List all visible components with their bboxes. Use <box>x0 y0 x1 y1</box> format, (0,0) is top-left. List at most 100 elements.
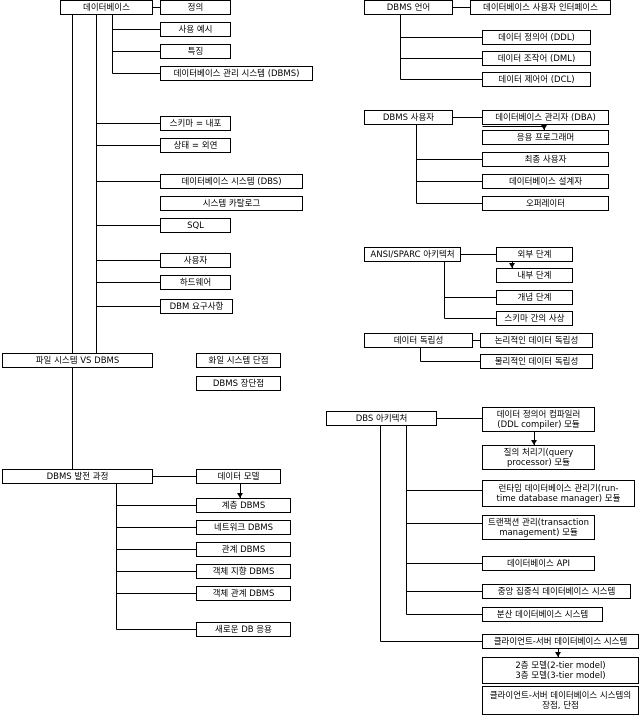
node-ansi: ANSI/SPARC 아키텍처 <box>364 247 461 262</box>
node-box <box>196 520 291 535</box>
node-label: 물리적인 데이터 독립성 <box>495 356 579 367</box>
node-rtdm: 런타임 데이터베이스 관리기(run-time database manager… <box>482 480 635 507</box>
node-box <box>160 196 303 211</box>
node-box <box>196 376 281 391</box>
node-label: DBMS 발전 과정 <box>47 471 109 482</box>
node-box <box>364 0 453 15</box>
node-box <box>482 196 609 211</box>
node-box <box>470 0 611 15</box>
node-box <box>160 0 231 15</box>
node-box <box>496 268 573 283</box>
node-label: 객체 지향 DBMS <box>213 566 275 577</box>
arrow-head-icon <box>555 652 561 657</box>
node-box <box>482 72 591 87</box>
node-box <box>480 333 593 348</box>
node-label: 파일 시스템 VS DBMS <box>36 355 120 366</box>
node-dist: 분산 데이터베이스 시스템 <box>482 607 603 622</box>
node-box <box>160 22 231 37</box>
arrow-head-icon <box>509 263 515 268</box>
node-label: 개념 단계 <box>518 292 552 303</box>
node-schema: 스키마 = 내포 <box>160 116 231 131</box>
node-label: 시스템 카탈로그 <box>203 198 261 209</box>
node-cs: 클라이언트-서버 데이터베이스 시스템 <box>482 634 639 649</box>
node-box <box>196 353 281 368</box>
node-label: 객체 관계 DBMS <box>213 588 275 599</box>
node-box <box>364 333 473 348</box>
node-box <box>160 44 231 59</box>
node-end-user: 최종 사용자 <box>482 152 609 167</box>
node-label: 오퍼레이터 <box>526 198 565 209</box>
node-dba: 데이터베이스 관리자 (DBA) <box>482 110 609 125</box>
node-label: 클라이언트-서버 데이터베이스 시스템 <box>494 636 628 647</box>
node-network: 네트워크 DBMS <box>196 520 291 535</box>
node-label: 데이터베이스 설계자 <box>509 176 582 187</box>
node-box <box>482 584 631 599</box>
node-label: 계층 DBMS <box>222 500 265 511</box>
node-dbms-def: 데이터베이스 관리 시스템 (DBMS) <box>160 66 313 81</box>
node-dml: 데이터 조작어 (DML) <box>482 51 591 66</box>
node-box <box>60 0 153 15</box>
node-box <box>482 152 609 167</box>
node-label: 데이터 정의어 (DDL) <box>498 32 575 43</box>
node-lang: DBMS 언어 <box>364 0 453 15</box>
node-label: management) 모듈 <box>499 528 578 538</box>
node-box <box>482 51 591 66</box>
node-box <box>482 110 609 125</box>
node-box <box>196 586 291 601</box>
node-app-prog: 응용 프로그래머 <box>482 130 609 145</box>
node-box <box>482 686 639 715</box>
node-label: 데이터 조작어 (DML) <box>498 53 576 64</box>
node-sql: SQL <box>160 218 231 233</box>
node-box <box>482 407 595 432</box>
node-label: DBMS 사용자 <box>383 113 434 123</box>
node-catalog: 시스템 카탈로그 <box>160 196 303 211</box>
node-box <box>196 542 291 557</box>
node-label: 2층 모델(2-tier model) <box>515 660 605 671</box>
node-label: 최종 사용자 <box>525 154 567 165</box>
node-fs-vs: 파일 시스템 VS DBMS <box>2 353 153 368</box>
node-label: DBMS 장단점 <box>213 378 264 389</box>
node-box <box>160 299 233 314</box>
node-dev: DBMS 발전 과정 <box>2 469 153 484</box>
node-box <box>160 275 231 290</box>
node-label: 스키마 간의 사상 <box>504 313 564 324</box>
node-ddl-comp: 데이터 정의어 컴파일러(DDL compiler) 모듈 <box>482 407 595 432</box>
node-req: DBM 요구사항 <box>160 299 233 314</box>
node-label: DBM 요구사항 <box>170 302 224 312</box>
node-logical: 논리적인 데이터 독립성 <box>480 333 593 348</box>
node-box <box>160 174 303 189</box>
node-label: 하드웨어 <box>180 277 211 288</box>
node-physical: 물리적인 데이터 독립성 <box>480 354 593 369</box>
arrow-head-icon <box>237 493 243 498</box>
node-ext: 외부 단계 <box>496 247 573 262</box>
node-int: 내부 단계 <box>496 268 573 283</box>
node-label: 관계 DBMS <box>222 544 265 555</box>
node-label: SQL <box>187 221 204 231</box>
node-label: DBMS 언어 <box>387 2 430 13</box>
arrow-head-icon <box>531 440 537 445</box>
node-box <box>160 66 313 81</box>
node-label: 데이터베이스 <box>83 2 130 13</box>
node-box <box>160 218 231 233</box>
node-box <box>196 469 281 484</box>
node-def: 정의 <box>160 0 231 15</box>
node-label: 상태 = 외연 <box>174 140 218 151</box>
node-box <box>496 290 573 305</box>
node-hier: 계층 DBMS <box>196 498 291 513</box>
node-relational: 관계 DBMS <box>196 542 291 557</box>
node-dcl: 데이터 제어어 (DCL) <box>482 72 591 87</box>
node-label: 클라이언트-서버 데이터베이스 시스템의 <box>490 690 631 701</box>
node-box <box>326 411 437 426</box>
node-label: 정의 <box>188 2 204 13</box>
node-dbs: 데이터베이스 시스템 (DBS) <box>160 174 303 189</box>
node-mapping: 스키마 간의 사상 <box>496 311 573 326</box>
node-label: 분산 데이터베이스 시스템 <box>497 609 588 620</box>
node-label: 중앙 집중식 데이터베이스 시스템 <box>498 586 616 597</box>
node-box <box>482 480 635 507</box>
node-box <box>482 607 603 622</box>
node-box <box>482 445 595 470</box>
node-box <box>160 253 231 268</box>
arrow-head-icon <box>541 125 547 130</box>
